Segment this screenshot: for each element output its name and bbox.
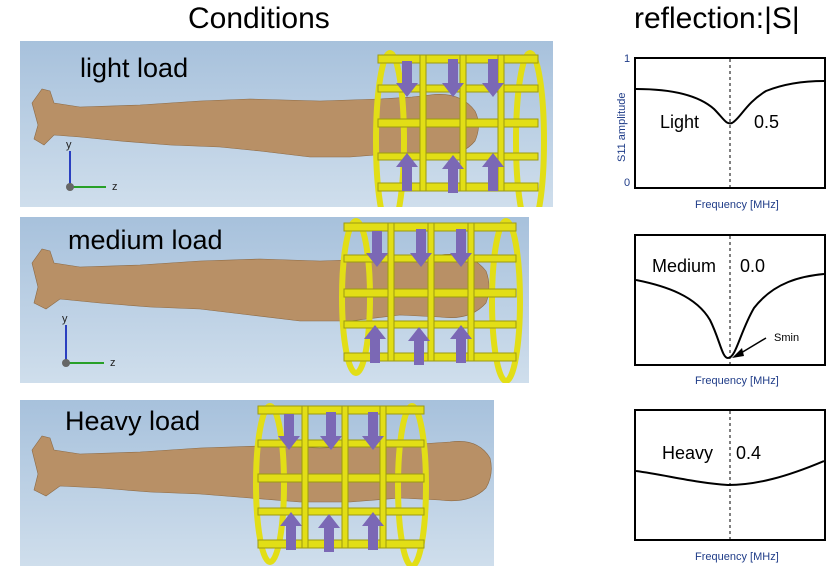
- birdcage-coil: [253, 403, 429, 569]
- conditions-title: Conditions: [188, 2, 330, 35]
- birdcage-coil: [339, 218, 523, 384]
- smin-annotation: Smin: [774, 332, 800, 344]
- field-arrows: [364, 229, 472, 365]
- axis-z-label: z: [112, 181, 118, 193]
- field-arrows: [278, 412, 384, 552]
- s11-curve-medium: [636, 236, 824, 364]
- light-load-scene: [20, 41, 553, 232]
- x-axis-label: Frequency [MHz]: [695, 375, 779, 387]
- graph-label-heavy: Heavy: [662, 443, 714, 463]
- light-load-panel: light load y z: [20, 41, 553, 232]
- medium-load-label: medium load: [68, 225, 223, 255]
- axis-y-label: y: [62, 313, 68, 325]
- field-arrows: [396, 59, 504, 193]
- axis-z-label: z: [110, 357, 116, 369]
- graph-label-medium: Medium: [652, 256, 717, 276]
- x-axis-label: Frequency [MHz]: [695, 551, 779, 563]
- medium-load-panel: medium load y z: [20, 217, 529, 384]
- y-tick-bottom: 0: [624, 177, 631, 189]
- graph-value-light: 0.5: [754, 112, 780, 132]
- y-tick-top: 1: [624, 53, 631, 65]
- medium-load-scene: [20, 217, 529, 384]
- s11-curve-light: [636, 59, 824, 187]
- light-load-label: light load: [80, 53, 189, 83]
- heavy-load-label: Heavy load: [65, 406, 201, 436]
- graph-value-medium: 0.0: [740, 256, 766, 276]
- reflection-title: reflection:|S|: [634, 2, 800, 35]
- axis-indicator: [62, 325, 104, 367]
- graph-value-heavy: 0.4: [736, 443, 762, 463]
- axis-indicator: [66, 151, 106, 191]
- y-axis-label: S11 amplitude: [616, 92, 628, 162]
- heavy-load-scene: [20, 400, 494, 569]
- s11-curve-heavy: [636, 411, 824, 539]
- axis-y-label: y: [66, 139, 72, 151]
- birdcage-coil: [373, 50, 547, 232]
- graph-label-light: Light: [660, 112, 700, 132]
- heavy-load-panel: Heavy load: [20, 400, 494, 569]
- x-axis-label: Frequency [MHz]: [695, 199, 779, 211]
